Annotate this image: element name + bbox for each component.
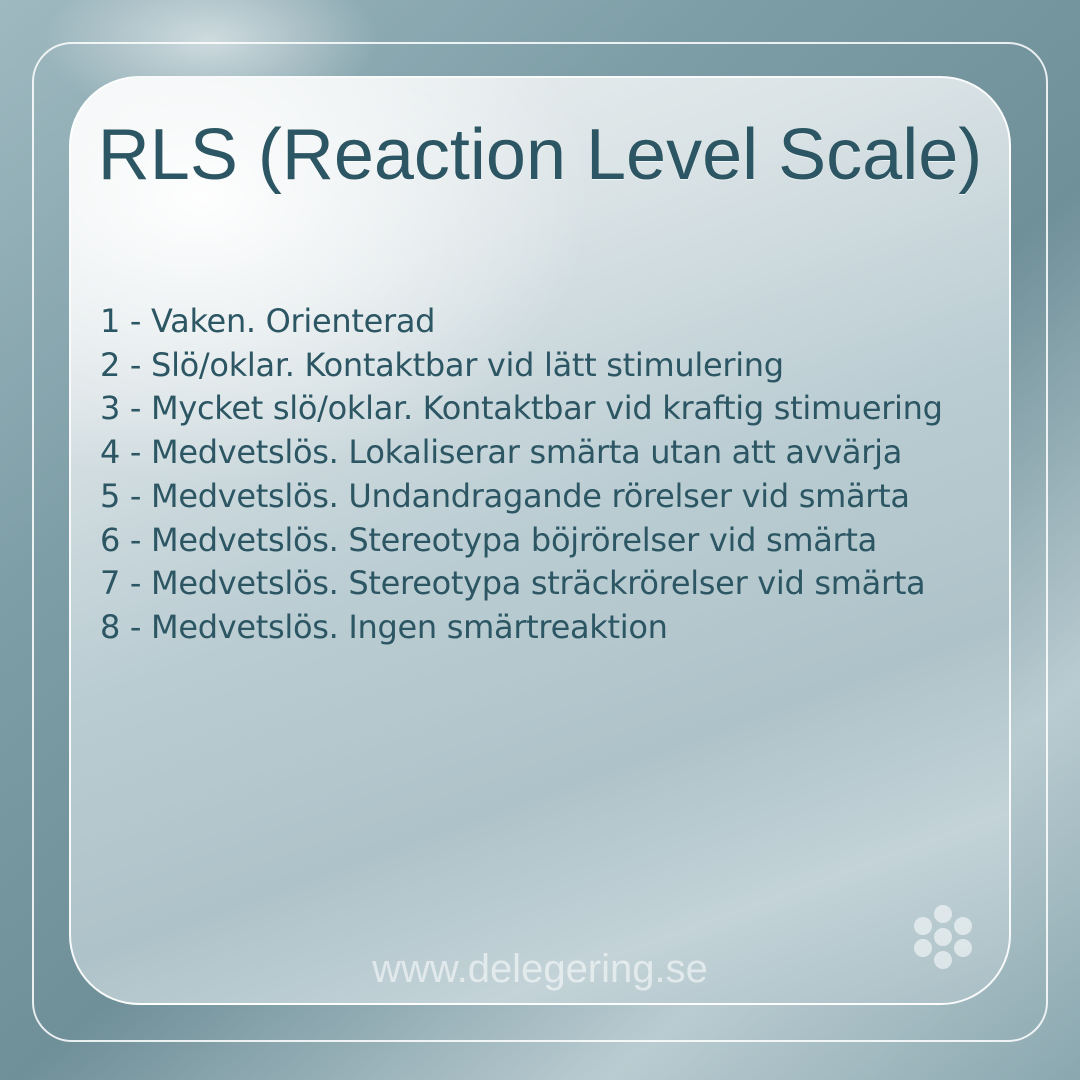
level-item-2: 2 - Slö/oklar. Kontaktbar vid lätt stimu… [100,345,784,384]
footer-url: www.delegering.se [372,947,708,991]
level-item-3: 3 - Mycket slö/oklar. Kontaktbar vid kra… [100,389,943,428]
flower-dots-icon [914,905,972,969]
page-title: RLS (Reaction Level Scale) [97,115,983,195]
level-item-8: 8 - Medvetslös. Ingen smärtreaktion [100,607,668,646]
level-list: 1 - Vaken. Orienterad 2 - Slö/oklar. Kon… [100,300,943,650]
content-card [69,76,1011,1005]
level-item-5: 5 - Medvetslös. Undandragande rörelser v… [100,476,910,515]
level-item-7: 7 - Medvetslös. Stereotypa sträckrörelse… [100,564,926,603]
level-item-6: 6 - Medvetslös. Stereotypa böjrörelser v… [100,520,877,559]
outer-frame [32,42,1048,1042]
level-item-4: 4 - Medvetslös. Lokaliserar smärta utan … [100,433,902,472]
level-item-1: 1 - Vaken. Orienterad [100,302,436,340]
